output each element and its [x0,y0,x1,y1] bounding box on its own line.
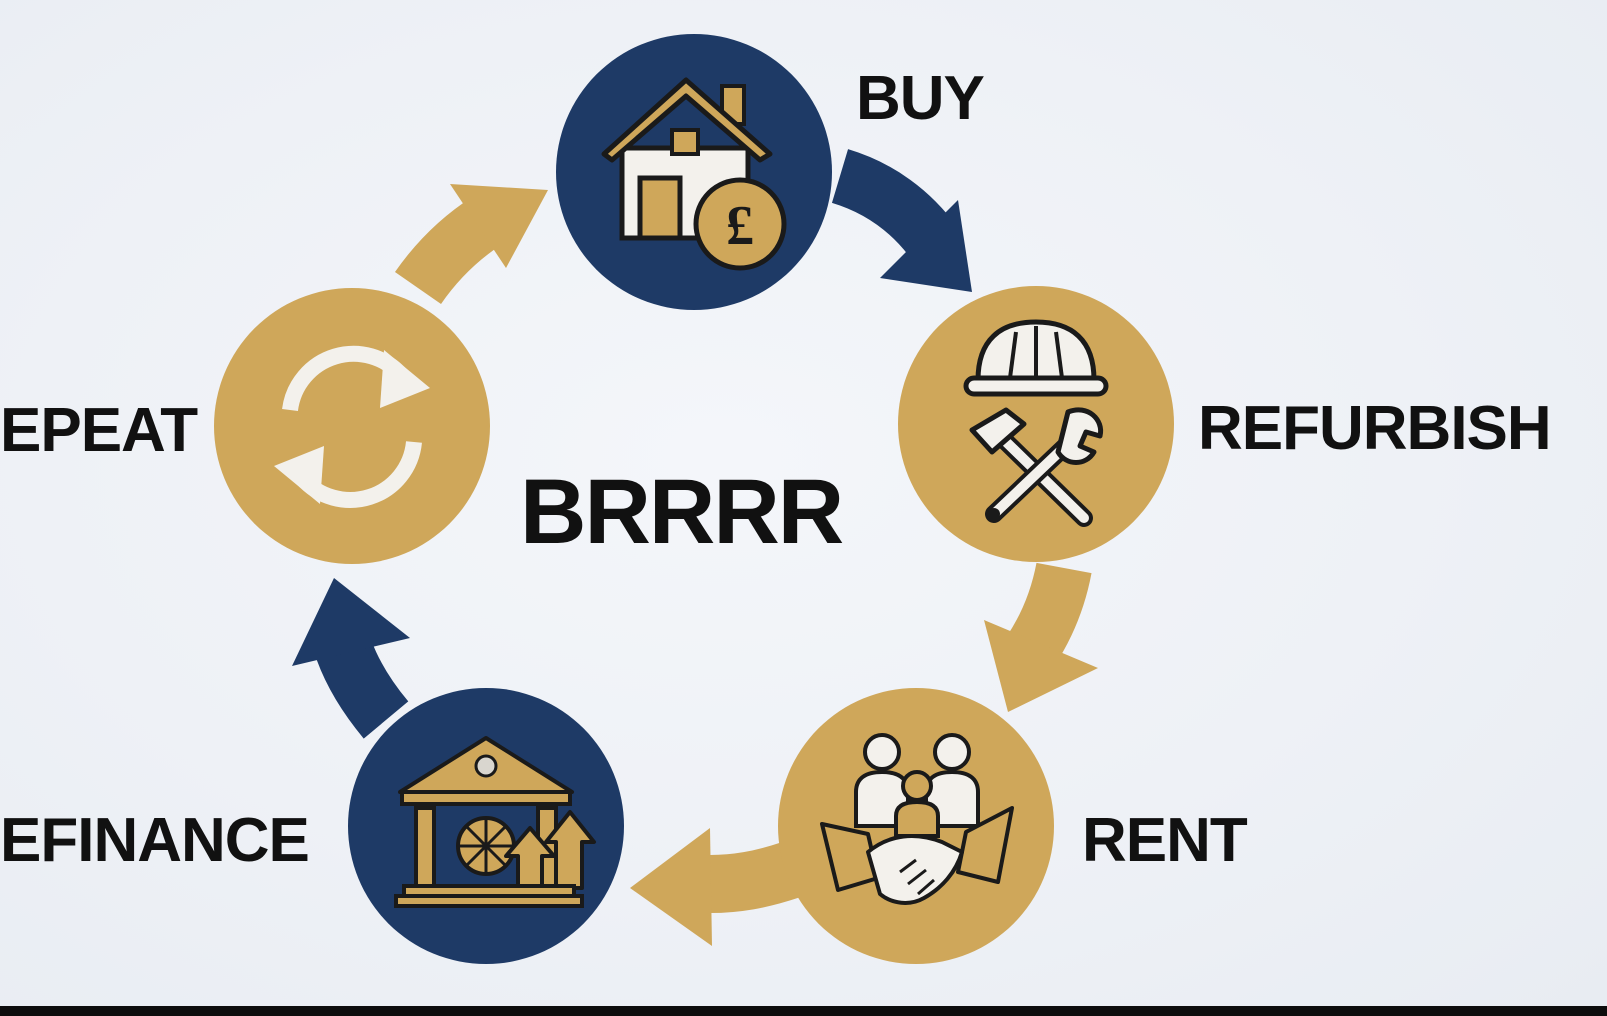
repeat-circle [214,288,490,564]
house-pound-icon: £ [601,77,787,271]
tenants-handshake-icon [820,733,1014,905]
step-repeat [214,288,490,564]
arrow-rent-to-refinance [630,828,800,946]
arrow-repeat-to-buy [394,184,548,305]
refurbish-circle [898,286,1174,562]
hardhat-tools-icon [963,319,1109,527]
step-buy: £ [556,34,832,310]
label-repeat: EPEAT [0,396,198,465]
label-refinance: EFINANCE [0,806,310,875]
step-refinance [348,688,624,964]
arrow-buy-to-refurbish [831,149,972,292]
step-refurbish [898,286,1174,562]
diagram-title: BRRRR [520,461,844,563]
bank-growth-icon [394,736,596,908]
label-refurbish: REFURBISH [1198,394,1552,463]
bottom-edge-bar [0,1006,1607,1016]
arrow-refurbish-to-rent [984,562,1098,712]
label-buy: BUY [856,64,985,133]
svg-text:£: £ [726,195,754,257]
label-rent: RENT [1082,806,1248,875]
cycle-arrows-icon [274,345,430,508]
arrow-refinance-to-repeat [292,578,410,739]
step-rent [778,688,1054,964]
